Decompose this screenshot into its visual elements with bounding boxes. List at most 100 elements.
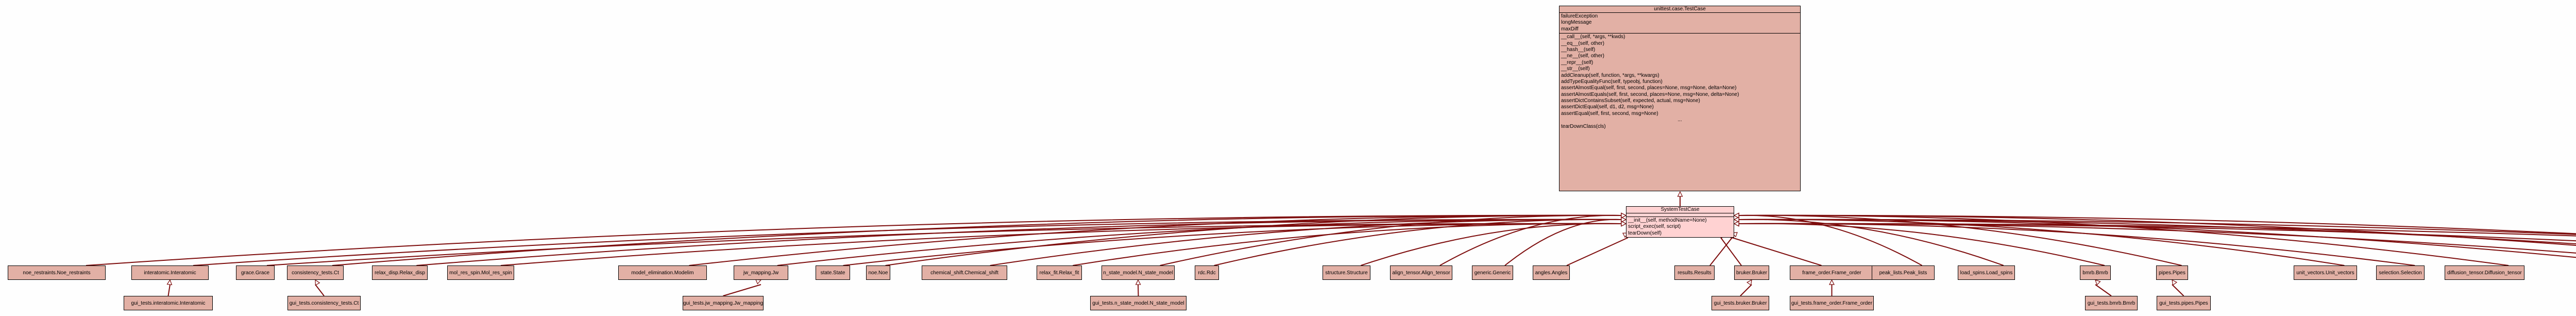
class-box-subclass[interactable]: align_tensor.Align_tensor <box>1390 265 1452 280</box>
class-name: gui_tests.bruker.Bruker <box>1714 300 1767 306</box>
class-box-subclass[interactable]: results.Results <box>1674 265 1715 280</box>
class-name: jw_mapping.Jw <box>743 270 779 276</box>
class-box-subclass[interactable]: interatomic.Interatomic <box>131 265 209 280</box>
inheritance-edge <box>1738 214 1923 266</box>
class-title: SystemTestCase <box>1626 207 1734 213</box>
class-box-subclass[interactable]: selection.Selection <box>2376 265 2425 280</box>
class-name: relax_disp.Relax_disp <box>375 270 425 276</box>
inheritance-edge <box>1732 237 1822 266</box>
class-box-gui-subclass[interactable]: gui_tests.interatomic.Interatomic <box>124 296 213 310</box>
class-box-subclass[interactable]: load_spins.Load_spins <box>1958 265 2015 280</box>
inheritance-edge-child <box>2095 284 2112 296</box>
class-box-subclass[interactable]: structure.Structure <box>1323 265 1370 280</box>
class-box-subclass[interactable]: n_state_model.N_state_model <box>1101 265 1175 280</box>
class-name: selection.Selection <box>2379 270 2422 276</box>
inheritance-edge <box>990 219 1622 266</box>
class-member: __call__(self, *args, **kwds) <box>1561 34 1625 40</box>
class-name: rdc.Rdc <box>1198 270 1216 276</box>
class-box-subclass[interactable]: chemical_shift.Chemical_shift <box>922 265 1007 280</box>
class-name: pipes.Pipes <box>2159 270 2185 276</box>
class-member: failureException <box>1561 13 1598 19</box>
inheritance-arrowhead <box>755 279 762 285</box>
class-member: __repr__(self) <box>1561 59 1594 65</box>
class-member: __str__(self) <box>1561 66 1590 72</box>
class-box-subclass[interactable]: model_elimination.Modelim <box>618 265 707 280</box>
inheritance-arrowhead <box>1621 212 1627 219</box>
class-name: angles.Angles <box>1535 270 1568 276</box>
class-box-gui-subclass[interactable]: gui_tests.bruker.Bruker <box>1711 296 1769 310</box>
class-box-subclass[interactable]: grace.Grace <box>236 265 275 280</box>
inheritance-edge <box>1504 219 1622 266</box>
inheritance-edge <box>1738 219 2576 235</box>
inheritance-edge <box>1738 219 2004 266</box>
class-name: mol_res_spin.Mol_res_spin <box>449 270 512 276</box>
inheritance-edge <box>1738 223 2576 237</box>
inheritance-arrowhead <box>166 279 173 286</box>
class-box-subclass[interactable]: noe.Noe <box>866 265 890 280</box>
class-box-subclass[interactable]: jw_mapping.Jw <box>734 265 788 280</box>
class-attributes <box>1626 213 1734 217</box>
class-member: maxDiff <box>1561 26 1579 32</box>
class-box-gui-subclass[interactable]: gui_tests.consistency_tests.Ct <box>287 296 361 310</box>
class-box-gui-subclass[interactable]: gui_tests.bmrb.Bmrb <box>2085 296 2138 310</box>
inheritance-edge <box>1738 214 2576 235</box>
class-name: gui_tests.pipes.Pipes <box>2159 300 2208 306</box>
class-box-subclass[interactable]: relax_disp.Relax_disp <box>372 265 428 280</box>
class-box-subclass[interactable]: frame_order.Frame_order <box>1790 265 1874 280</box>
class-name: structure.Structure <box>1325 270 1368 276</box>
class-box-systemtestcase[interactable]: SystemTestCase __init__(self, methodName… <box>1626 206 1734 238</box>
inheritance-edge <box>1738 214 2182 266</box>
inheritance-arrowhead <box>1829 279 1835 285</box>
class-name: state.State <box>820 270 845 276</box>
inheritance-arrowhead-testcase <box>1677 191 1683 197</box>
class-box-gui-subclass[interactable]: gui_tests.n_state_model.N_state_model <box>1090 296 1187 310</box>
class-box-subclass[interactable]: bmrb.Bmrb <box>2080 265 2111 280</box>
class-box-gui-subclass[interactable]: gui_tests.jw_mapping.Jw_mapping <box>683 296 764 310</box>
class-name: gui_tests.consistency_tests.Ct <box>289 300 359 306</box>
class-box-subclass[interactable]: noe_restraints.Noe_restraints <box>8 265 106 280</box>
inheritance-edge <box>843 223 1622 266</box>
inheritance-edge <box>416 219 1622 266</box>
inheritance-edge <box>1738 223 2105 266</box>
inheritance-edge-child <box>2172 284 2184 296</box>
class-name: n_state_model.N_state_model <box>1103 270 1173 276</box>
class-box-subclass[interactable]: peak_lists.Peak_lists <box>1872 265 1935 280</box>
inheritance-edge <box>1720 237 1742 266</box>
class-box-gui-subclass[interactable]: gui_tests.pipes.Pipes <box>2157 296 2211 310</box>
inheritance-edge-child <box>1740 284 1752 296</box>
inheritance-arrowhead <box>1621 221 1627 227</box>
inheritance-edge <box>1439 214 1622 266</box>
class-member: __init__(self, methodName=None) <box>1628 218 1707 223</box>
inheritance-edge <box>500 223 1622 266</box>
class-operations: __init__(self, methodName=None)script_ex… <box>1626 217 1734 237</box>
class-name: grace.Grace <box>241 270 270 276</box>
class-box-subclass[interactable]: generic.Generic <box>1472 265 1513 280</box>
class-name: bruker.Bruker <box>1736 270 1768 276</box>
class-box-subclass[interactable]: rdc.Rdc <box>1195 265 1219 280</box>
class-box-subclass[interactable]: angles.Angles <box>1533 265 1570 280</box>
inheritance-arrowhead <box>1746 279 1752 286</box>
class-member: assertEqual(self, first, second, msg=Non… <box>1561 110 1658 117</box>
class-name: gui_tests.bmrb.Bmrb <box>2087 300 2136 306</box>
class-box-subclass[interactable]: mol_res_spin.Mol_res_spin <box>447 265 514 280</box>
inheritance-edge-child <box>167 284 171 296</box>
class-box-subclass[interactable]: bruker.Bruker <box>1734 265 1769 280</box>
class-box-subclass[interactable]: pipes.Pipes <box>2156 265 2188 280</box>
class-box-subclass[interactable]: unit_vectors.Unit_vectors <box>2294 265 2357 280</box>
class-member: __ne__(self, other) <box>1561 53 1604 59</box>
class-box-gui-subclass[interactable]: gui_tests.frame_order.Frame_order <box>1790 296 1874 310</box>
inheritance-edge <box>1709 237 1733 266</box>
class-box-subclass[interactable]: consistency_tests.Ct <box>287 265 344 280</box>
inheritance-edge <box>1361 223 1622 266</box>
class-member: addTypeEqualityFunc(self, typeobj, funct… <box>1561 78 1663 85</box>
class-box-subclass[interactable]: diffusion_tensor.Diffusion_tensor <box>2445 265 2524 280</box>
class-name: relax_fit.Relax_fit <box>1039 270 1079 276</box>
class-member: assertAlmostEquals(self, first, second, … <box>1561 91 1739 97</box>
class-box-subclass[interactable]: state.State <box>816 265 850 280</box>
class-name: chemical_shift.Chemical_shift <box>930 270 998 276</box>
class-name: gui_tests.interatomic.Interatomic <box>131 300 206 306</box>
class-box-subclass[interactable]: relax_fit.Relax_fit <box>1037 265 1082 280</box>
